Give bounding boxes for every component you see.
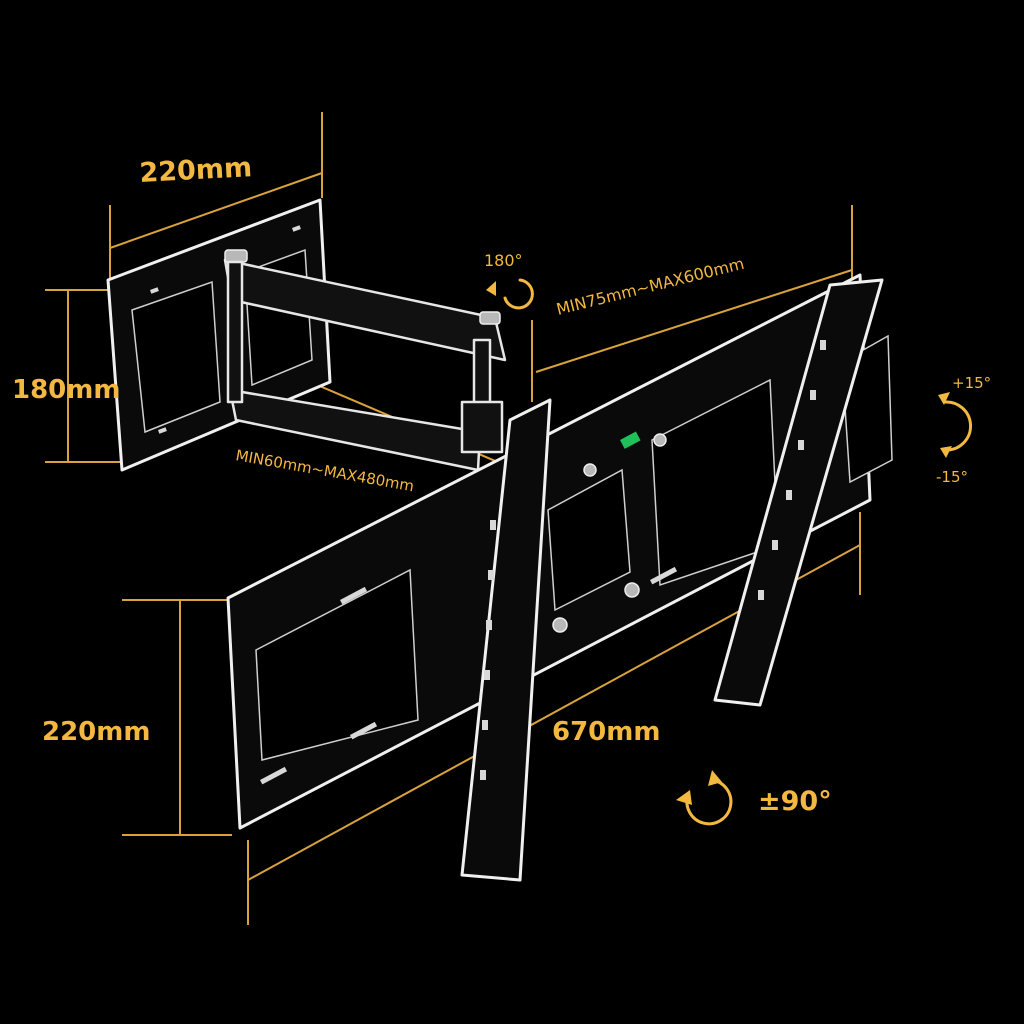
mount-frame bbox=[226, 273, 893, 830]
swivel-arrow-icon bbox=[486, 278, 534, 310]
wall-plate-height-label: 180mm bbox=[12, 375, 120, 405]
tilt-up-label: +15° bbox=[952, 374, 991, 392]
tilt-arrow-icon bbox=[938, 392, 973, 458]
rotation-arrow-icon bbox=[676, 770, 733, 826]
swing-arm-assembly bbox=[223, 249, 507, 472]
vesa-range-label: MIN75mm~MAX600mm bbox=[554, 254, 746, 319]
swivel-label: 180° bbox=[484, 251, 523, 270]
wall-plate-width-label: 220mm bbox=[139, 152, 253, 189]
tilt-down-label: -15° bbox=[936, 468, 968, 486]
rotation-label: ±90° bbox=[758, 786, 832, 817]
lower-plate-height-label: 220mm bbox=[42, 717, 150, 747]
bracket-width-label: 670mm bbox=[552, 717, 660, 747]
vertical-tv-brackets bbox=[460, 278, 884, 882]
arm-extension-label: MIN60mm~MAX480mm bbox=[234, 446, 415, 495]
